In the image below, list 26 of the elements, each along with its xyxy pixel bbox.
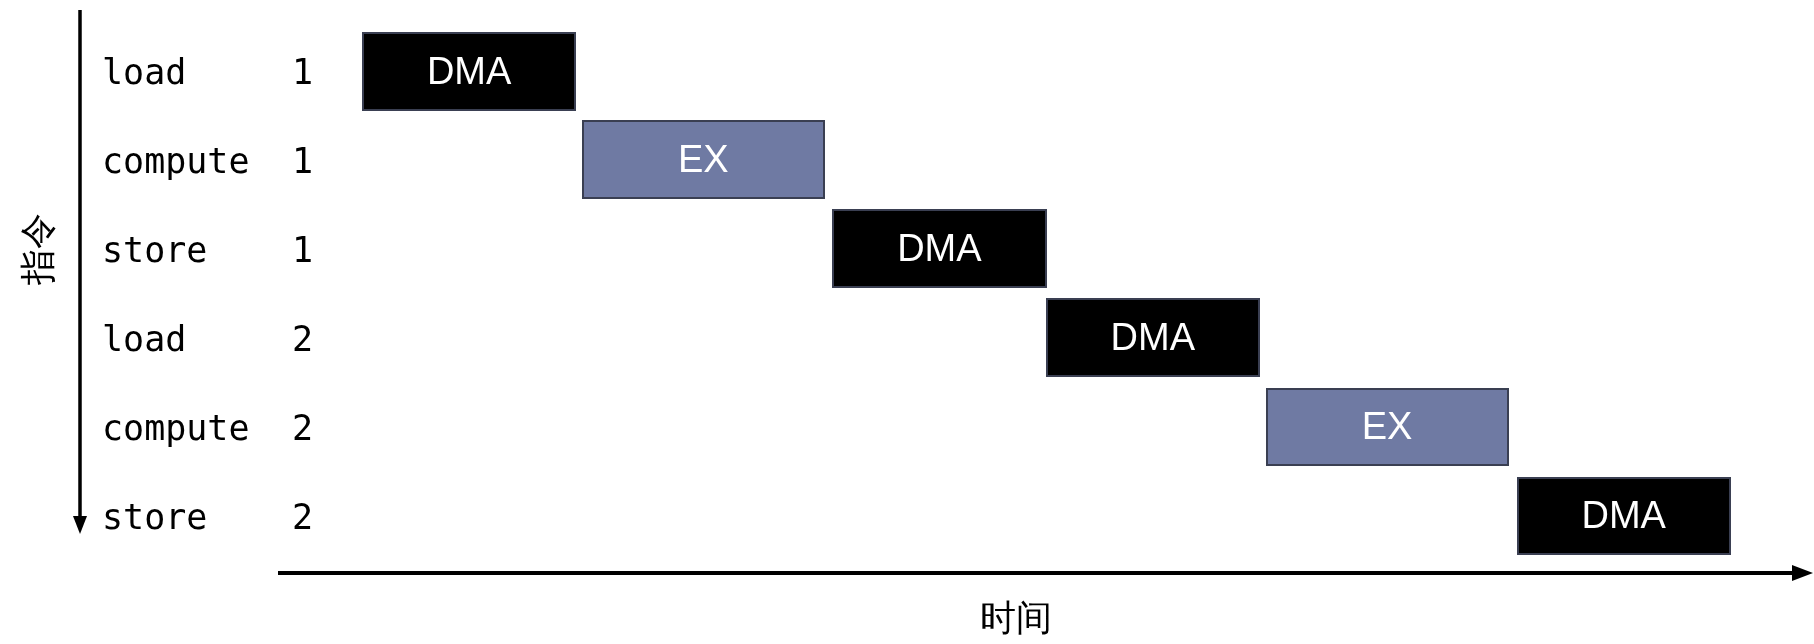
timeline-bar	[831, 209, 1047, 289]
bar-label: DMA	[1110, 316, 1196, 360]
instruction-name: load	[102, 54, 187, 90]
instruction-number: 1	[292, 54, 314, 90]
instruction-number: 2	[292, 410, 314, 446]
instruction-number: 1	[292, 143, 314, 179]
instruction-name: load	[102, 321, 187, 357]
instruction-name: compute	[102, 410, 250, 446]
bar-label: DMA	[1581, 494, 1666, 538]
timeline-bar	[1516, 476, 1731, 556]
axis-title: 时间	[980, 600, 1052, 636]
timeline-bar	[1045, 298, 1260, 378]
timeline-bar	[1265, 387, 1509, 467]
instruction-name: store	[102, 232, 208, 268]
instruction-name: compute	[102, 143, 250, 179]
instruction-number: 2	[292, 321, 314, 357]
timeline-bar	[581, 120, 825, 199]
bar-label: DMA	[897, 227, 982, 271]
instruction-number: 1	[292, 232, 314, 268]
bar-label: DMA	[426, 50, 512, 94]
timeline-bar	[362, 32, 577, 112]
bar-label: EX	[1361, 405, 1413, 449]
instruction-number: 2	[292, 499, 314, 535]
bar-label: EX	[678, 138, 729, 182]
axis-title: 指令	[20, 213, 56, 285]
instruction-name: store	[102, 499, 208, 535]
